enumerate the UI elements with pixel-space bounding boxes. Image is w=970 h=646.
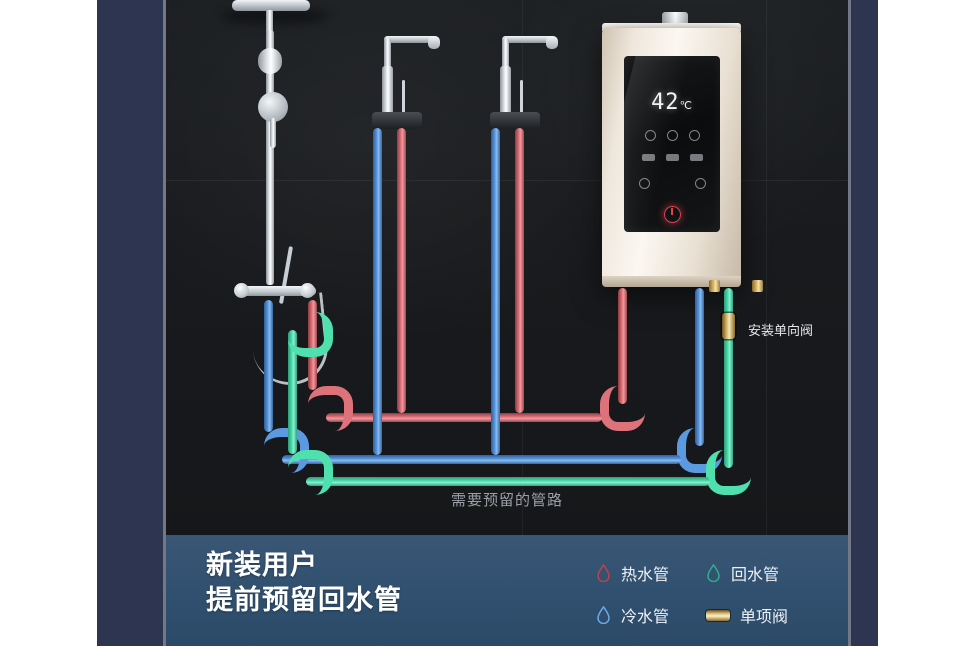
bottom-banner: 新装用户 提前预留回水管 热水管 回水管 [166, 535, 848, 646]
panel-fan-icon-left[interactable] [638, 178, 650, 189]
legend-label-return-water: 回水管 [731, 567, 780, 584]
handheld-shower-icon [258, 92, 288, 122]
handheld-shower-stem [270, 118, 276, 148]
gas-water-heater: 42℃ [602, 28, 741, 287]
banner-title: 新装用户 提前预留回水管 [206, 548, 402, 618]
power-button-icon[interactable] [664, 206, 681, 223]
cold-pipe-faucet-right [491, 128, 500, 455]
panel-bar-icon-1[interactable] [641, 154, 655, 161]
cold-pipe-shower-riser [264, 300, 273, 432]
panel-icon-row-1[interactable] [624, 130, 720, 141]
return-pipe-shower-riser [288, 330, 297, 454]
temperature-value: 42 [651, 90, 680, 115]
legend-label-cold-water: 冷水管 [621, 609, 670, 626]
rain-head-shadow [220, 8, 330, 24]
cold-water-drop-icon [597, 606, 610, 624]
one-way-valve-icon [706, 609, 730, 621]
reserved-piping-caption: 需要预留的管路 [450, 492, 563, 509]
rain-shower-arm [266, 10, 273, 32]
panel-fan-icon-right[interactable] [694, 178, 706, 189]
legend-label-one-way-valve: 单项阀 [740, 609, 789, 626]
rain-shower-head-icon [232, 0, 310, 11]
heater-bottom-band [602, 276, 741, 287]
hot-pipe-shower-riser [308, 300, 317, 390]
cold-pipe-elbow-bottom-right [677, 428, 722, 473]
banner-title-line1: 新装用户 [206, 550, 318, 580]
hot-pipe-faucet-right [515, 128, 524, 413]
wall-seam-vertical-right [766, 0, 767, 535]
heater-port-cold [709, 280, 720, 292]
illustration-card: 42℃ [166, 0, 848, 646]
hot-pipe-faucet-left [397, 128, 406, 413]
shower-riser-collar [258, 48, 282, 74]
legend-item-cold-water: 冷水管 [596, 603, 706, 627]
return-pipe-heater-drop [724, 288, 733, 468]
return-pipe-elbow-top [288, 312, 333, 357]
hot-pipe-heater-drop [618, 288, 627, 404]
panel-bar-icon-3[interactable] [689, 154, 703, 161]
temperature-unit: ℃ [679, 99, 693, 112]
legend-label-hot-water: 热水管 [621, 567, 670, 584]
return-pipe-elbow-bottom-right [706, 450, 751, 495]
hot-pipe-elbow-bottom-right [600, 386, 645, 431]
panel-mode-icon-2[interactable] [666, 130, 678, 141]
legend-item-return-water: 回水管 [706, 561, 836, 585]
hot-pipe-horizontal-run [326, 413, 602, 422]
one-way-valve [722, 313, 735, 339]
cold-pipe-horizontal-run [282, 455, 681, 464]
legend-item-hot-water: 热水管 [596, 561, 706, 585]
banner-title-line2: 提前预留回水管 [206, 585, 402, 615]
cold-pipe-heater-drop [695, 288, 704, 446]
frame-edge-left [163, 0, 166, 646]
return-water-drop-icon [707, 564, 720, 582]
hot-pipe-elbow-left [308, 386, 353, 431]
hot-water-drop-icon [597, 564, 610, 582]
cold-pipe-faucet-left [373, 128, 382, 455]
heater-port-return [752, 280, 763, 292]
panel-mode-icon-3[interactable] [688, 130, 700, 141]
panel-gloss [624, 56, 697, 232]
wall-seam-horizontal [166, 180, 848, 181]
shower-riser-rail [266, 30, 274, 285]
return-pipe-elbow-left [288, 450, 333, 495]
panel-icon-row-2[interactable] [624, 154, 720, 161]
thermostatic-mixer-bar [236, 286, 316, 296]
mixer-knob-left [234, 283, 249, 298]
one-way-valve-label: 安装单向阀 [748, 323, 814, 338]
legend-item-one-way-valve: 单项阀 [706, 603, 836, 627]
heater-top-cap [602, 23, 741, 31]
heater-temperature-display: 42℃ [624, 90, 720, 115]
panel-icon-row-3[interactable] [624, 178, 720, 189]
return-pipe-horizontal-run [306, 477, 710, 486]
frame-edge-right [848, 0, 851, 646]
panel-mode-icon-1[interactable] [644, 130, 656, 141]
pipe-legend: 热水管 回水管 冷水管 单项阀 [596, 561, 846, 627]
panel-bar-icon-2[interactable] [665, 154, 679, 161]
heater-control-panel[interactable]: 42℃ [624, 56, 720, 232]
mixer-knob-right [300, 283, 315, 298]
